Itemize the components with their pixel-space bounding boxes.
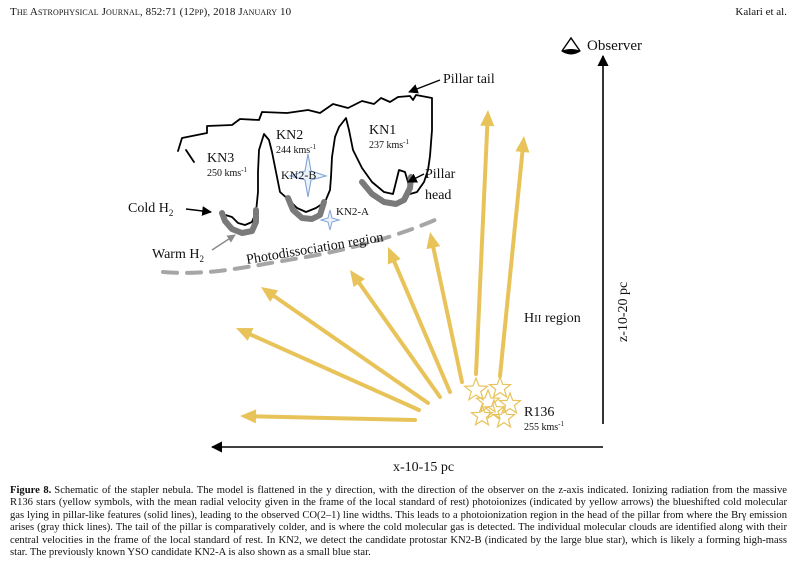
ionization-arrow-head bbox=[261, 287, 279, 302]
kn2a-yso: KN2-A bbox=[319, 206, 369, 231]
cloud-kn3-name: KN3 bbox=[207, 151, 234, 166]
warm-h2-arrow bbox=[211, 234, 236, 251]
r136-star-icon bbox=[474, 388, 502, 414]
r136-star-icon bbox=[497, 391, 523, 415]
pillar-tail-label: Pillar tail bbox=[443, 72, 495, 87]
cloud-kn2-velocity: 244 kms-1 bbox=[276, 143, 317, 156]
ionized-head-kn1 bbox=[359, 174, 414, 207]
r136-velocity: 255 kms-1 bbox=[524, 420, 565, 433]
ionization-arrow-head bbox=[350, 270, 365, 288]
ionization-arrow-shaft bbox=[357, 281, 442, 399]
r136-star-icon bbox=[487, 375, 513, 399]
observer: Observer bbox=[561, 36, 642, 55]
ionization-arrow-shaft bbox=[253, 414, 417, 422]
observer-label: Observer bbox=[587, 38, 642, 54]
cloud-kn1-velocity: 237 kms-1 bbox=[369, 138, 410, 151]
ionization-arrow-head bbox=[387, 247, 401, 265]
ionized-head-kn3 bbox=[219, 207, 259, 236]
ionization-arrow-shaft bbox=[474, 123, 490, 376]
ionization-arrows bbox=[236, 110, 530, 424]
eye-icon bbox=[561, 36, 581, 55]
cloud-kn2-name: KN2 bbox=[276, 128, 303, 143]
journal-running-head: The Astrophysical Journal, 852:71 (12pp)… bbox=[10, 6, 292, 18]
caption-text: Schematic of the stapler nebula. The mod… bbox=[10, 485, 787, 559]
axes: x-10-15 pc z-10-20 pc bbox=[210, 54, 631, 475]
pillar-tail-line bbox=[185, 149, 195, 163]
ionization-arrow-head bbox=[480, 110, 495, 127]
cloud-kn1-name: KN1 bbox=[369, 123, 396, 138]
r136-label: R136 bbox=[524, 405, 554, 420]
ionization-arrow-shaft bbox=[392, 259, 452, 394]
cloud-kn3-velocity: 250 kms-1 bbox=[207, 166, 248, 179]
x-axis-label: x-10-15 pc bbox=[393, 460, 454, 475]
ionization-arrow-head bbox=[240, 409, 257, 424]
small-blue-star-icon bbox=[319, 209, 341, 231]
pillar-tail-arrow bbox=[408, 79, 441, 94]
kn2a-label: KN2-A bbox=[336, 206, 369, 218]
ionization-arrow-shaft bbox=[431, 245, 464, 384]
cold-h2-arrow bbox=[185, 206, 212, 216]
pillar-head-label: Pillar head bbox=[425, 167, 459, 203]
ionization-arrow-head bbox=[515, 136, 530, 153]
figure-caption: Figure 8.Schematic of the stapler nebula… bbox=[10, 485, 787, 559]
ionization-arrow-shaft bbox=[248, 332, 421, 412]
r136-star-icon bbox=[482, 398, 506, 420]
ionization-arrow-head bbox=[426, 232, 441, 250]
kn2b-label: KN2-B bbox=[281, 168, 316, 182]
ionization-arrow-head bbox=[236, 328, 254, 341]
pillars bbox=[177, 94, 433, 226]
warm-h2-label: Warm H2 bbox=[152, 247, 204, 264]
annotations: Pillar tail Pillar head Cold H2 Warm H2 bbox=[128, 72, 495, 264]
pillar-head-arrow bbox=[407, 173, 425, 183]
running-authors: Kalari et al. bbox=[735, 6, 787, 18]
cloud-labels: KN1 237 kms-1 KN2 244 kms-1 KN3 250 kms-… bbox=[207, 123, 410, 179]
page-header: The Astrophysical Journal, 852:71 (12pp)… bbox=[10, 6, 787, 22]
hii-region-label: HII region bbox=[524, 311, 581, 326]
ionization-arrow-shaft bbox=[272, 294, 430, 405]
ionization-arrow-shaft bbox=[498, 149, 525, 378]
cold-h2-label: Cold H2 bbox=[128, 201, 173, 218]
pillar-outline bbox=[177, 94, 433, 226]
kn2b-protostar: KN2-B bbox=[281, 153, 328, 198]
ionized-heads bbox=[219, 174, 414, 236]
z-axis-label: z-10-20 pc bbox=[616, 282, 631, 342]
photodissociation-boundary bbox=[161, 218, 437, 275]
r136-star-icon bbox=[462, 376, 490, 402]
large-blue-star-icon bbox=[288, 153, 328, 198]
ionized-head-kn2 bbox=[285, 195, 327, 222]
schematic-figure: x-10-15 pc z-10-20 pc Observer Photodiss… bbox=[128, 36, 642, 475]
caption-label: Figure 8. bbox=[10, 485, 52, 496]
photodissociation-label: Photodissociation region bbox=[245, 230, 384, 268]
r136-star-cluster bbox=[462, 375, 523, 429]
r136-star-icon bbox=[491, 405, 517, 429]
